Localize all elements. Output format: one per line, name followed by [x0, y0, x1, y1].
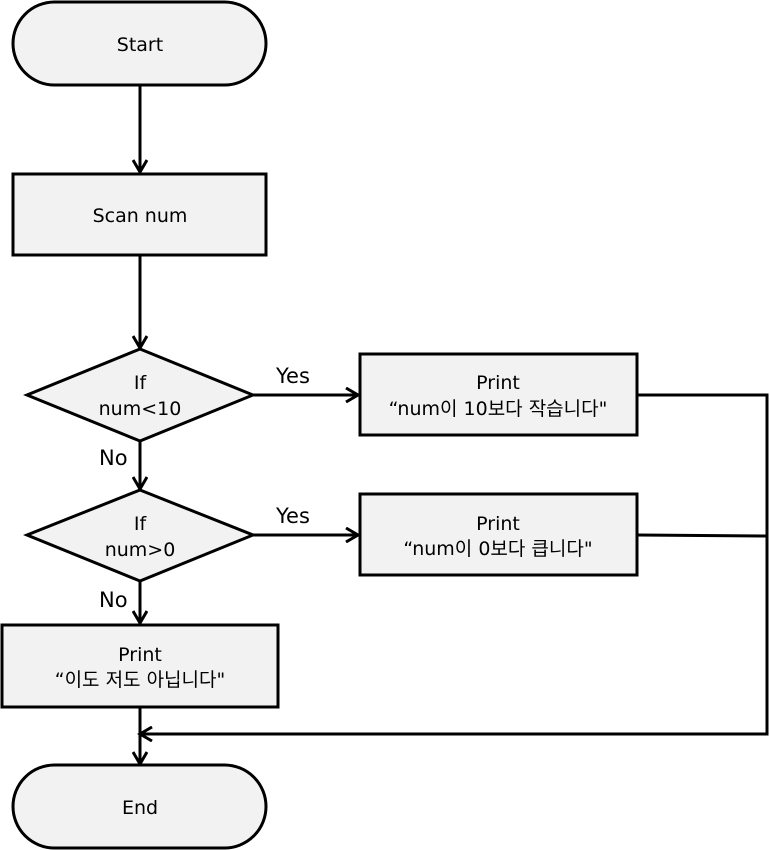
print2-line2: “num이 0보다 큽니다": [403, 538, 592, 560]
decision1-node: If num<10: [23, 347, 257, 443]
connector-print1-merge: [140, 393, 769, 734]
decision1-line1: If: [134, 372, 148, 394]
decision1-line2: num<10: [99, 398, 182, 420]
decision2-line1: If: [134, 513, 148, 535]
print3-line1: Print: [118, 644, 162, 666]
decision2-node: If num>0: [22, 488, 258, 583]
decision2-line2: num>0: [105, 539, 176, 561]
scan-node: Scan num: [11, 172, 268, 257]
print1-line1: Print: [476, 372, 520, 394]
print1-line2: “num이 10보다 작습니다": [389, 398, 608, 420]
connector-print2-merge: [637, 533, 768, 538]
print3-node: Print “이도 저도 아닙니다": [0, 623, 280, 709]
print1-node: Print “num이 10보다 작습니다": [358, 352, 639, 437]
start-label: Start: [117, 34, 163, 56]
print3-line2: “이도 저도 아닙니다": [55, 669, 226, 691]
start-node: Start: [11, 0, 268, 87]
decision2-yes-label: Yes: [275, 504, 310, 528]
decision2-no-label: No: [99, 588, 128, 612]
print2-node: Print “num이 0보다 큽니다": [358, 492, 639, 577]
print2-line1: Print: [476, 513, 520, 535]
scan-label: Scan num: [93, 205, 188, 227]
decision1-yes-label: Yes: [275, 364, 310, 388]
end-node: End: [11, 763, 268, 850]
end-label: End: [122, 797, 158, 819]
decision1-no-label: No: [99, 446, 128, 470]
